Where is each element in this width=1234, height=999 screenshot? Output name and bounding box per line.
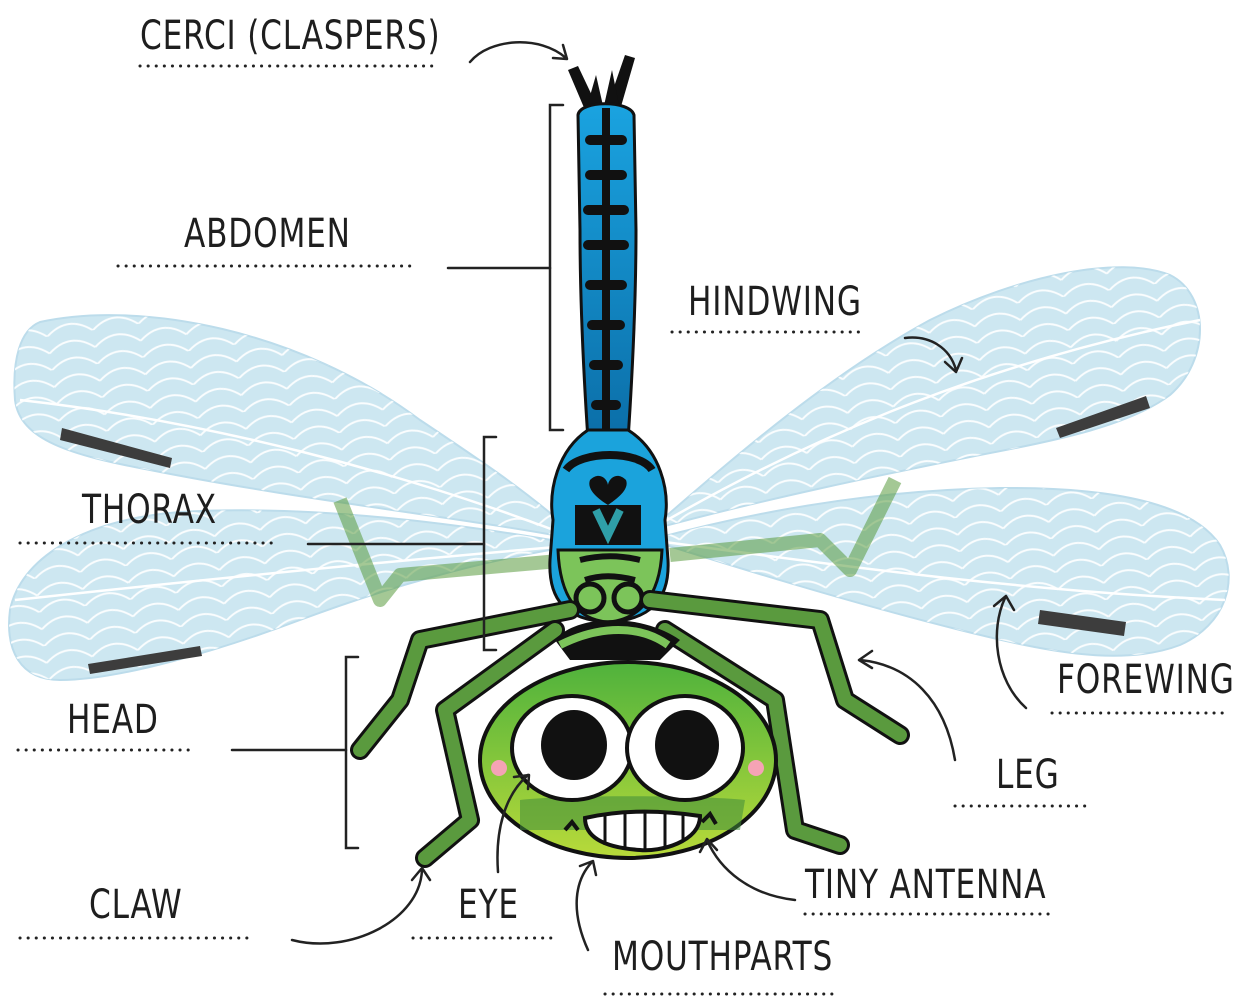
claw-arrow xyxy=(292,870,422,944)
label-thorax: THORAX xyxy=(82,490,217,530)
left-forewing xyxy=(9,510,580,680)
abdomen xyxy=(578,104,636,440)
eye-right xyxy=(627,696,743,800)
cheek-left xyxy=(491,760,507,776)
right-forewing xyxy=(650,488,1229,656)
label-claw: CLAW xyxy=(89,885,182,925)
label-eye: EYE xyxy=(458,885,519,925)
label-mouthparts: MOUTHPARTS xyxy=(612,937,833,977)
label-tiny-antenna: TINY ANTENNA xyxy=(805,865,1046,905)
label-abdomen: ABDOMEN xyxy=(184,214,351,254)
cerci-arrow xyxy=(470,42,566,62)
tiny-antenna-arrow xyxy=(707,840,795,900)
label-hindwing: HINDWING xyxy=(688,282,862,322)
cerci xyxy=(568,55,635,110)
label-cerci: CERCI (CLASPERS) xyxy=(140,16,440,56)
abdomen-bracket xyxy=(550,105,563,430)
mouthparts-arrow xyxy=(577,862,592,950)
label-leg: LEG xyxy=(996,755,1060,795)
label-head: HEAD xyxy=(67,700,159,740)
eye-left xyxy=(512,696,632,800)
cheek-right xyxy=(748,760,764,776)
label-forewing: FOREWING xyxy=(1057,660,1234,700)
